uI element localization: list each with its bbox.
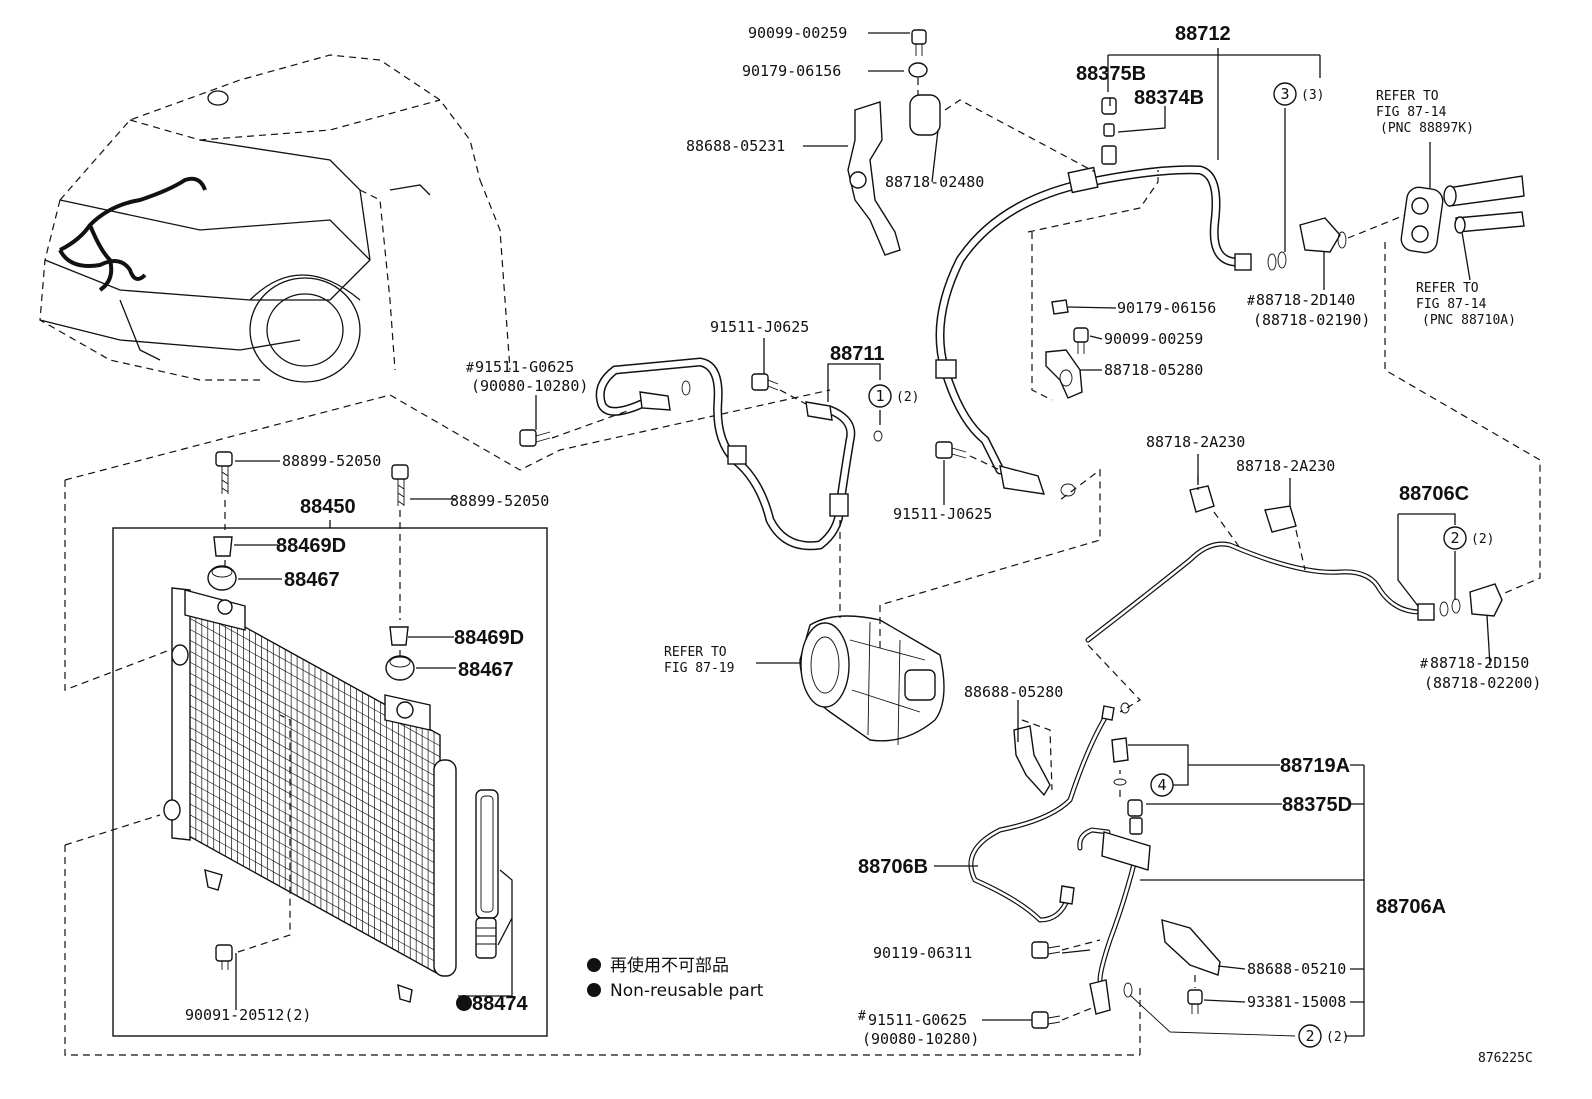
label-93381-15008: 93381-15008	[1247, 993, 1346, 1011]
ref-87-19-line1: REFER TO	[664, 645, 727, 660]
callout-3: 3	[1280, 85, 1289, 103]
label-91511-G0625-a: 91511-G0625	[475, 358, 574, 376]
callout-3-qty: (3)	[1301, 88, 1324, 103]
label-88474: 88474	[472, 993, 528, 1015]
label-88718-05280: 88718-05280	[1104, 361, 1203, 379]
hash-91511-G0625-a: #	[466, 361, 474, 376]
legend-en: Non-reusable part	[610, 981, 764, 1001]
callout-1: 1	[875, 387, 884, 405]
condenser	[163, 587, 499, 1003]
label-90179-06156-top: 90179-06156	[742, 62, 841, 80]
label-88719A: 88719A	[1280, 755, 1350, 777]
callout-2-lower-qty: (2)	[1326, 1030, 1349, 1045]
ref-87-14-a-line1: REFER TO	[1376, 89, 1439, 104]
label-88469D-a: 88469D	[276, 535, 346, 557]
callout-2-lower: 2	[1305, 1027, 1314, 1045]
label-88450: 88450	[300, 496, 356, 518]
label-88718-2D150: 88718-2D150	[1430, 654, 1529, 672]
legend-bullet-en	[587, 983, 601, 997]
hash-88718-2D150: #	[1420, 657, 1428, 672]
label-88899-52050-a: 88899-52050	[282, 452, 381, 470]
label-88899-52050-b: 88899-52050	[450, 492, 549, 510]
label-88467-b: 88467	[458, 659, 514, 681]
label-90091-20512: 90091-20512(2)	[185, 1006, 311, 1024]
diagram-id: 876225C	[1478, 1051, 1533, 1066]
vehicle-illustration	[39, 54, 511, 383]
label-90119-06311: 90119-06311	[873, 944, 972, 962]
callout-2-upper-qty: (2)	[1471, 532, 1494, 547]
legend-bullet-jp	[587, 958, 601, 972]
pressure-plate	[1299, 175, 1541, 596]
label-88706C: 88706C	[1399, 483, 1469, 505]
label-88718-02190: (88718-02190)	[1253, 311, 1370, 329]
legend-jp: 再使用不可部品	[610, 955, 729, 976]
label-88688-05210: 88688-05210	[1247, 960, 1346, 978]
ref-87-14-a-line2: FIG 87-14	[1376, 105, 1447, 120]
label-90179-06156-mid: 90179-06156	[1117, 299, 1216, 317]
label-88688-05231: 88688-05231	[686, 137, 785, 155]
label-88712: 88712	[1175, 23, 1231, 45]
leader-lines	[234, 32, 1491, 1037]
condenser-fasteners	[207, 451, 415, 970]
label-88375B: 88375B	[1076, 63, 1146, 85]
liquid-pipe-b	[968, 702, 1130, 923]
label-88718-02480: 88718-02480	[885, 173, 984, 191]
label-88711: 88711	[830, 343, 885, 365]
label-88706B: 88706B	[858, 856, 928, 878]
ref-87-14-a-line3: (PNC 88897K)	[1380, 121, 1474, 136]
callout-markers: 3 (3) 1 (2) 2 (2) 4 2 (2)	[868, 82, 1494, 1048]
label-90099-00259-mid: 90099-00259	[1104, 330, 1203, 348]
liquid-pipe-c	[1085, 475, 1503, 713]
hash-88718-2D140: #	[1247, 294, 1255, 309]
ref-87-14-b-line2: FIG 87-14	[1416, 297, 1487, 312]
label-90080-10280-a: (90080-10280)	[471, 377, 588, 395]
label-88469D-b: 88469D	[454, 627, 524, 649]
ref-87-14-b-line1: REFER TO	[1416, 281, 1479, 296]
liquid-pipe-a	[1031, 737, 1296, 1037]
callout-1-qty: (2)	[896, 390, 919, 405]
label-88688-05280: 88688-05280	[964, 683, 1063, 701]
ref-87-14-b-line3: (PNC 88710A)	[1422, 313, 1516, 328]
label-90099-00259-top: 90099-00259	[748, 24, 847, 42]
label-91511-J0625-a: 91511-J0625	[710, 318, 809, 336]
discharge-hose	[935, 97, 1287, 497]
callout-4: 4	[1157, 776, 1166, 794]
label-91511-J0625-b: 91511-J0625	[893, 505, 992, 523]
compressor	[799, 468, 1101, 746]
label-88718-2D140: 88718-2D140	[1256, 291, 1355, 309]
ref-87-19-line2: FIG 87-19	[664, 661, 734, 676]
label-88374B: 88374B	[1134, 87, 1204, 109]
label-91511-G0625-b: 91511-G0625	[868, 1011, 967, 1029]
non-reusable-mark-88474	[456, 995, 472, 1011]
legend: 再使用不可部品 Non-reusable part	[587, 955, 764, 1001]
label-88375D: 88375D	[1282, 794, 1352, 816]
bracket-upper	[847, 29, 1096, 256]
callout-2-upper: 2	[1450, 529, 1459, 547]
part-labels: 90099-00259 90179-06156 88688-05231 8871…	[185, 23, 1541, 1048]
clamp-mid	[1045, 299, 1089, 399]
label-88718-2A230-b: 88718-2A230	[1236, 457, 1335, 475]
label-88706A: 88706A	[1376, 896, 1446, 918]
label-88467-a: 88467	[284, 569, 340, 591]
label-88718-2A230-a: 88718-2A230	[1146, 433, 1245, 451]
suction-hose	[519, 357, 1001, 551]
hash-91511-G0625-b: #	[858, 1009, 866, 1024]
label-88718-02200: (88718-02200)	[1424, 674, 1541, 692]
label-90080-10280-b: (90080-10280)	[862, 1030, 979, 1048]
